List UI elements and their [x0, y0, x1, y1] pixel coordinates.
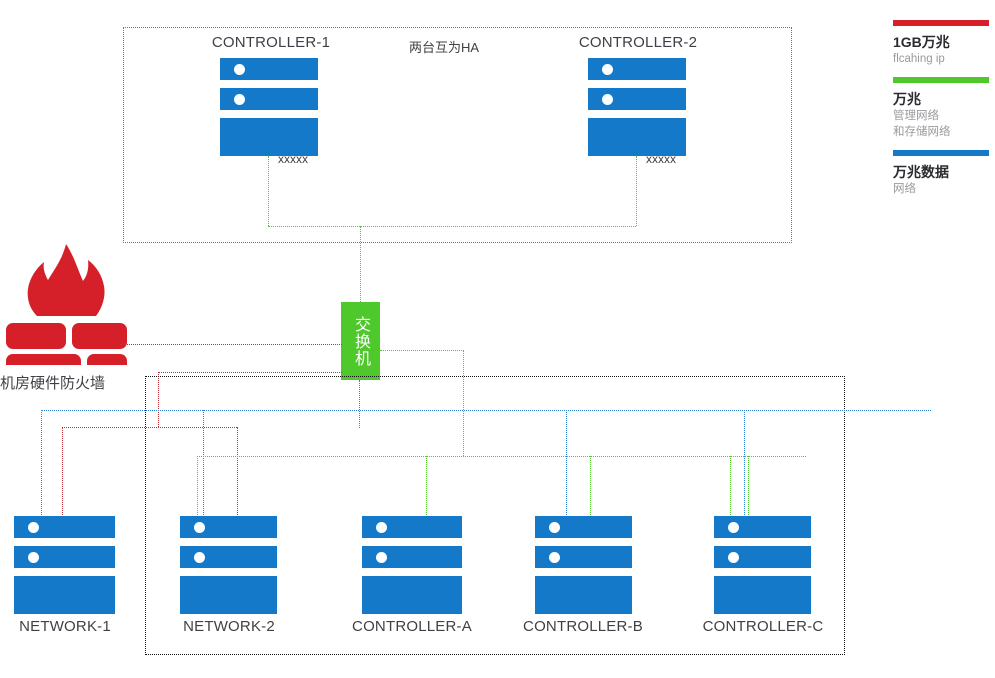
legend-sub-10g-1: 和存储网络 — [893, 126, 951, 138]
legend-swatch-red — [893, 20, 989, 26]
server-network-1[interactable] — [14, 516, 115, 614]
top-controller-group-box — [123, 27, 792, 243]
server-led-icon — [234, 63, 245, 75]
switch-label: 交换机 — [352, 315, 369, 367]
server-chassis — [535, 576, 632, 614]
legend-title-10g: 万兆 — [893, 91, 921, 107]
network-1-label: NETWORK-1 — [19, 618, 111, 635]
link-red-to-network1 — [62, 427, 63, 519]
link-switch-right — [380, 350, 464, 351]
server-bay-2 — [362, 546, 462, 568]
server-led-icon — [194, 551, 205, 563]
legend-sub-1gb-0: flcahing ip — [893, 53, 945, 65]
link-firewall-to-switch-a — [120, 344, 342, 345]
link-blue-to-controllerA — [566, 410, 567, 519]
server-led-icon — [376, 551, 387, 563]
server-led-icon — [728, 551, 739, 563]
legend-sub-10g-0: 管理网络 — [893, 110, 939, 122]
link-switch-right-down — [463, 350, 464, 456]
server-bay-2 — [535, 546, 632, 568]
firewall-flame-brick-icon — [4, 240, 129, 380]
link-blue-to-controllerB — [744, 410, 745, 519]
link-firewall-drop — [158, 372, 159, 427]
server-led-icon — [376, 521, 387, 533]
legend-panel: 1GB万兆 flcahing ip 万兆 管理网络 和存储网络 万兆数据 网络 — [893, 20, 989, 207]
controller-a-label: CONTROLLER-A — [352, 618, 472, 635]
switch-node[interactable]: 交换机 — [341, 302, 380, 380]
server-bay-1 — [362, 516, 462, 538]
link-green-to-network2 — [197, 456, 198, 519]
server-bay-1 — [535, 516, 632, 538]
server-controller-c[interactable] — [714, 516, 811, 614]
legend-swatch-blue — [893, 150, 989, 156]
link-green-to-controllerC-a — [748, 456, 749, 519]
server-chassis — [588, 118, 686, 156]
firewall-label: 机房硬件防火墙 — [0, 375, 106, 392]
link-green-to-controllerB — [590, 456, 591, 519]
server-bay-1 — [180, 516, 277, 538]
server-bay-1 — [14, 516, 115, 538]
controller-2-label: CONTROLLER-2 — [578, 34, 698, 51]
server-bay-2 — [180, 546, 277, 568]
controller-b-label: CONTROLLER-B — [523, 618, 643, 635]
legend-item-10g-data: 万兆数据 网络 — [893, 150, 989, 197]
server-bay-1 — [220, 58, 318, 80]
controller-2-port-note: xxxxx — [646, 152, 676, 166]
legend-title-10g-data: 万兆数据 — [893, 164, 949, 180]
server-bay-1 — [588, 58, 686, 80]
server-chassis — [714, 576, 811, 614]
legend-item-1gb: 1GB万兆 flcahing ip — [893, 20, 989, 67]
server-controller-1[interactable] — [220, 58, 318, 156]
server-chassis — [220, 118, 318, 156]
server-led-icon — [28, 521, 39, 533]
server-led-icon — [602, 93, 613, 105]
link-firewall-to-switch-b — [158, 372, 342, 373]
legend-swatch-green — [893, 77, 989, 83]
server-bay-2 — [588, 88, 686, 110]
server-led-icon — [194, 521, 205, 533]
server-chassis — [180, 576, 277, 614]
server-led-icon — [602, 63, 613, 75]
link-red-to-network2 — [237, 427, 238, 519]
server-led-icon — [549, 521, 560, 533]
legend-title-1gb: 1GB万兆 — [893, 34, 950, 50]
server-controller-2[interactable] — [588, 58, 686, 156]
server-network-2[interactable] — [180, 516, 277, 614]
link-switch-data-down — [359, 380, 360, 428]
server-bay-2 — [14, 546, 115, 568]
server-led-icon — [549, 551, 560, 563]
link-blue-data-bus — [41, 410, 931, 411]
link-controller1-down — [268, 156, 269, 226]
link-controller-ha-bus — [268, 226, 636, 227]
legend-item-10g: 万兆 管理网络 和存储网络 — [893, 77, 989, 140]
link-green-mgmt-bus — [197, 456, 806, 457]
network-2-label: NETWORK-2 — [183, 618, 275, 635]
link-ha-bus-to-switch — [360, 226, 361, 302]
link-green-to-controllerA — [426, 456, 427, 519]
server-controller-a[interactable] — [362, 516, 462, 614]
controller-1-label: CONTROLLER-1 — [211, 34, 331, 51]
ha-note-label: 两台互为HA — [409, 40, 480, 55]
link-blue-to-network2 — [203, 410, 204, 519]
link-green-to-controllerC-b — [730, 456, 731, 519]
server-controller-b[interactable] — [535, 516, 632, 614]
controller-c-label: CONTROLLER-C — [702, 618, 824, 635]
server-bay-2 — [714, 546, 811, 568]
server-bay-1 — [714, 516, 811, 538]
server-led-icon — [234, 93, 245, 105]
link-black-top-bus — [145, 376, 845, 377]
server-chassis — [14, 576, 115, 614]
legend-sub-10g-data-0: 网络 — [893, 183, 916, 195]
server-bay-2 — [220, 88, 318, 110]
server-led-icon — [728, 521, 739, 533]
server-led-icon — [28, 551, 39, 563]
link-blue-to-network1 — [41, 410, 42, 519]
link-firewall-bottom-bus — [62, 427, 237, 428]
controller-1-port-note: xxxxx — [278, 152, 308, 166]
server-chassis — [362, 576, 462, 614]
link-controller2-down — [636, 156, 637, 226]
